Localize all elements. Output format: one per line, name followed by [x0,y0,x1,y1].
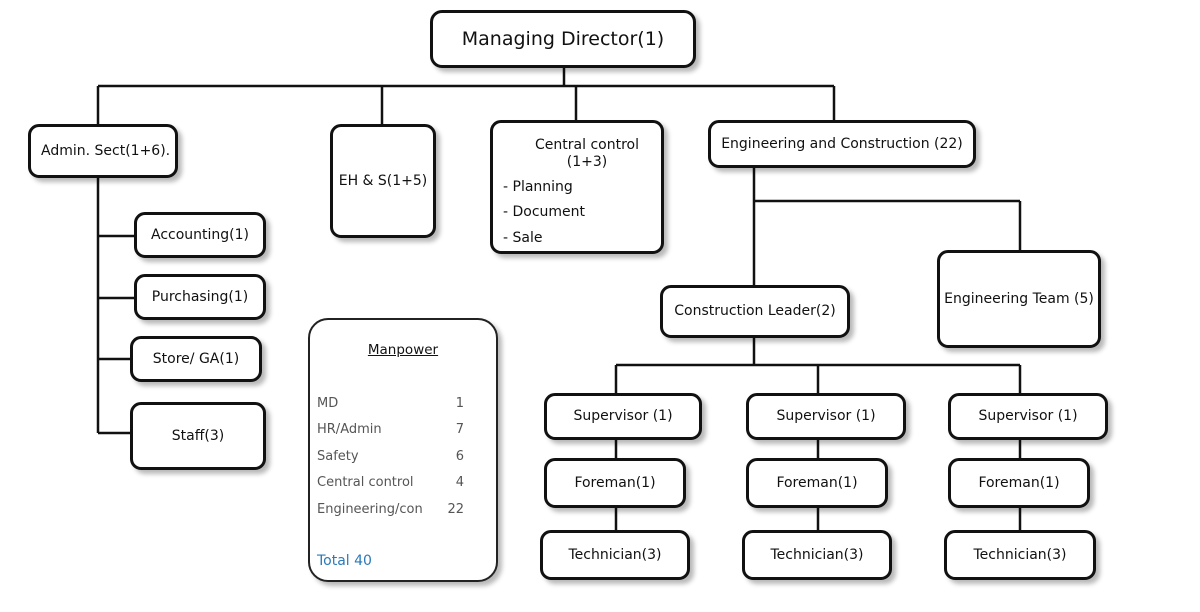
central-control-title: Central control (1+3) [535,137,639,170]
node-construction-leader: Construction Leader(2) [660,285,850,338]
node-foreman: Foreman(1) [544,458,686,508]
manpower-row-value: 6 [455,449,464,464]
node-supervisor: Supervisor (1) [746,393,906,440]
manpower-summary-box: Manpower MD 1 HR/Admin 7 Safety 6 Centra… [308,318,498,582]
central-control-item: - Sale [503,230,543,247]
manpower-row-value: 22 [447,502,464,517]
manpower-row-value: 7 [455,422,464,437]
manpower-total: Total 40 [317,553,372,569]
manpower-row-label: Engineering/con [317,502,423,517]
manpower-row-label: Safety [317,449,359,464]
node-staff: Staff(3) [130,402,266,470]
node-purchasing: Purchasing(1) [134,274,266,320]
manpower-row: Engineering/con 22 [317,502,464,520]
node-store-ga: Store/ GA(1) [130,336,262,382]
central-control-item: - Planning [503,178,573,195]
node-managing-director: Managing Director(1) [430,10,696,68]
node-ehs: EH & S(1+5) [330,124,436,238]
manpower-row: HR/Admin 7 [317,422,464,440]
node-foreman: Foreman(1) [746,458,888,508]
manpower-title: Manpower [367,342,439,358]
manpower-row-value: 4 [455,475,464,490]
node-technician: Technician(3) [742,530,892,580]
node-technician: Technician(3) [944,530,1096,580]
manpower-row: Safety 6 [317,449,464,467]
node-engineering-construction: Engineering and Construction (22) [708,120,976,168]
node-technician: Technician(3) [540,530,690,580]
manpower-row-label: Central control [317,475,414,490]
manpower-row-value: 1 [455,396,464,411]
node-admin-sect: Admin. Sect(1+6). [28,124,178,178]
manpower-row-label: MD [317,396,339,411]
node-engineering-team: Engineering Team (5) [937,250,1101,348]
node-supervisor: Supervisor (1) [948,393,1108,440]
manpower-row: MD 1 [317,396,464,414]
central-control-item: - Document [503,204,586,221]
manpower-row: Central control 4 [317,475,464,493]
node-foreman: Foreman(1) [948,458,1090,508]
node-supervisor: Supervisor (1) [544,393,702,440]
node-central-control: Central control (1+3) - Planning - Docum… [490,120,664,254]
node-accounting: Accounting(1) [134,212,266,258]
manpower-row-label: HR/Admin [317,422,382,437]
